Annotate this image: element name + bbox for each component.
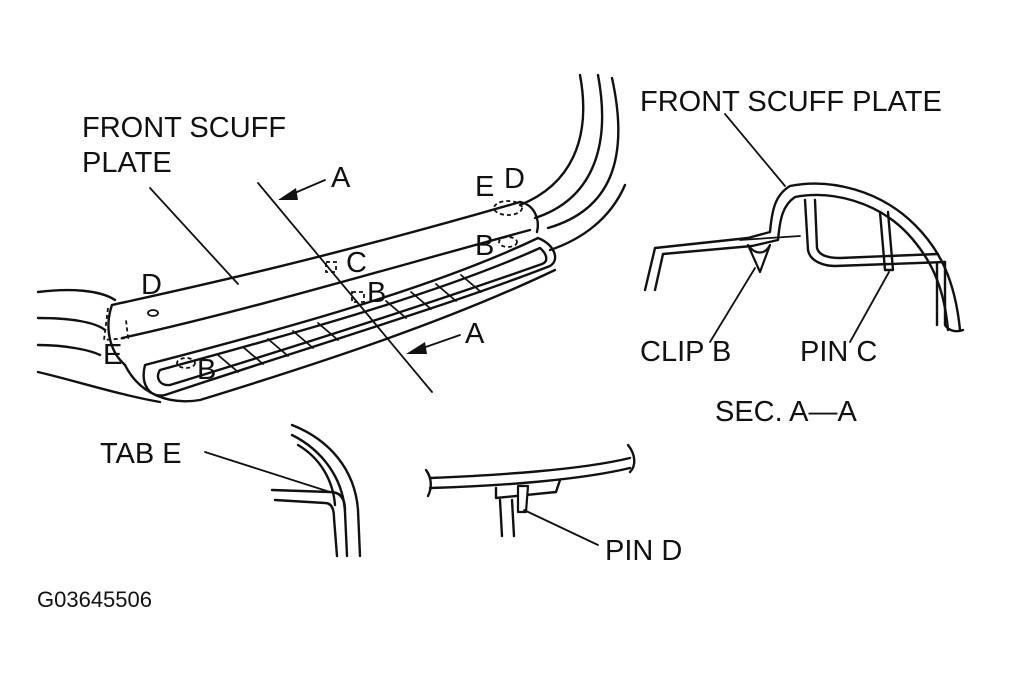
section-title: SEC. A—A <box>715 396 857 428</box>
clip-b-right-marker <box>498 236 518 248</box>
pin-d-plate-top <box>428 456 632 480</box>
point-e-left-label: E <box>103 339 122 371</box>
front-scuff-plate-leader <box>149 187 239 285</box>
section-plate-outline-outer <box>643 182 962 332</box>
plate-step-inner <box>156 246 548 387</box>
section-arrow-bottom-label: A <box>465 318 485 350</box>
point-b-right-label: B <box>475 230 494 262</box>
scuff-plate-isometric-view: FRONT SCUFF PLATE A A C B B B D D E E <box>36 73 627 404</box>
pin-c-leader <box>849 271 890 343</box>
plate-right-end <box>518 200 539 234</box>
plate-bottom-edge <box>123 268 557 403</box>
section-body-flange <box>803 198 947 268</box>
clip-b-label: CLIP B <box>640 336 731 368</box>
section-body-flange-inner <box>813 198 940 260</box>
tab-e-left-marker <box>102 307 129 341</box>
floor-line-bottom <box>36 370 162 404</box>
section-arrow-top-label: A <box>331 162 351 194</box>
section-front-scuff-plate-leader <box>724 113 786 187</box>
point-c-label: C <box>346 247 367 279</box>
pin-d-pin <box>516 484 530 514</box>
point-b-left-label: B <box>197 354 216 386</box>
door-opening-curve-mid <box>533 73 604 220</box>
pin-c-label: PIN C <box>800 336 877 368</box>
section-front-scuff-plate-label: FRONT SCUFF PLATE <box>640 86 942 118</box>
point-e-right-label: E <box>475 171 494 203</box>
clip-b-left-marker <box>176 357 196 369</box>
section-plate-outline-inner <box>653 193 950 332</box>
point-b-center-label: B <box>367 277 386 309</box>
body-side-curve <box>548 183 627 252</box>
point-d-left-label: D <box>141 269 162 301</box>
section-clip-b-shape <box>746 243 772 274</box>
tab-e-leader <box>204 451 331 493</box>
front-scuff-plate-label-line2: PLATE <box>82 147 172 179</box>
section-arrow-bottom-shaft <box>419 334 461 350</box>
section-a-a-view: FRONT SCUFF PLATE CLIP B PIN C SEC. A—A <box>640 86 965 428</box>
plate-step-outer <box>142 236 557 397</box>
section-pin-c-stem <box>878 210 895 272</box>
door-opening-curve-inner <box>546 76 620 230</box>
pin-d-leader <box>523 509 599 546</box>
section-sill <box>943 260 965 333</box>
plate-top-edge <box>110 200 522 307</box>
tab-e-right-marker <box>493 200 523 216</box>
front-scuff-plate-label-line1: FRONT SCUFF <box>82 112 286 144</box>
tab-e-panel-outer <box>290 423 362 558</box>
pin-d-plate-end-right <box>626 443 636 474</box>
plate-rear-edge <box>107 303 127 367</box>
figure-code: G03645506 <box>37 587 152 612</box>
section-arrow-top-head <box>278 188 298 200</box>
pin-d-left-marker <box>147 309 159 317</box>
tab-e-panel-skin <box>296 443 337 507</box>
pin-d-plate-end-left <box>424 468 432 498</box>
floor-line-upper <box>36 288 117 302</box>
plate-front-ridge <box>120 228 532 340</box>
pin-d-detail-view: PIN D <box>424 443 682 567</box>
section-clip-b-flange <box>739 235 801 241</box>
tab-e-detail-view: TAB E <box>100 423 362 558</box>
point-d-right-label: D <box>504 163 525 195</box>
step-ribs <box>217 274 482 373</box>
pin-d-panel <box>498 498 516 538</box>
floor-line-mid <box>36 316 107 332</box>
tab-e-label: TAB E <box>100 438 182 470</box>
section-arrow-bottom-head <box>406 342 427 354</box>
pin-d-label: PIN D <box>605 535 682 567</box>
clip-b-leader <box>709 267 756 343</box>
door-opening-curve-outer <box>518 73 585 207</box>
floor-line-lower <box>36 343 102 357</box>
section-cut-line <box>257 182 433 393</box>
pin-d-plate-bottom <box>428 466 632 490</box>
tab-e-flange-bottom <box>273 498 339 558</box>
